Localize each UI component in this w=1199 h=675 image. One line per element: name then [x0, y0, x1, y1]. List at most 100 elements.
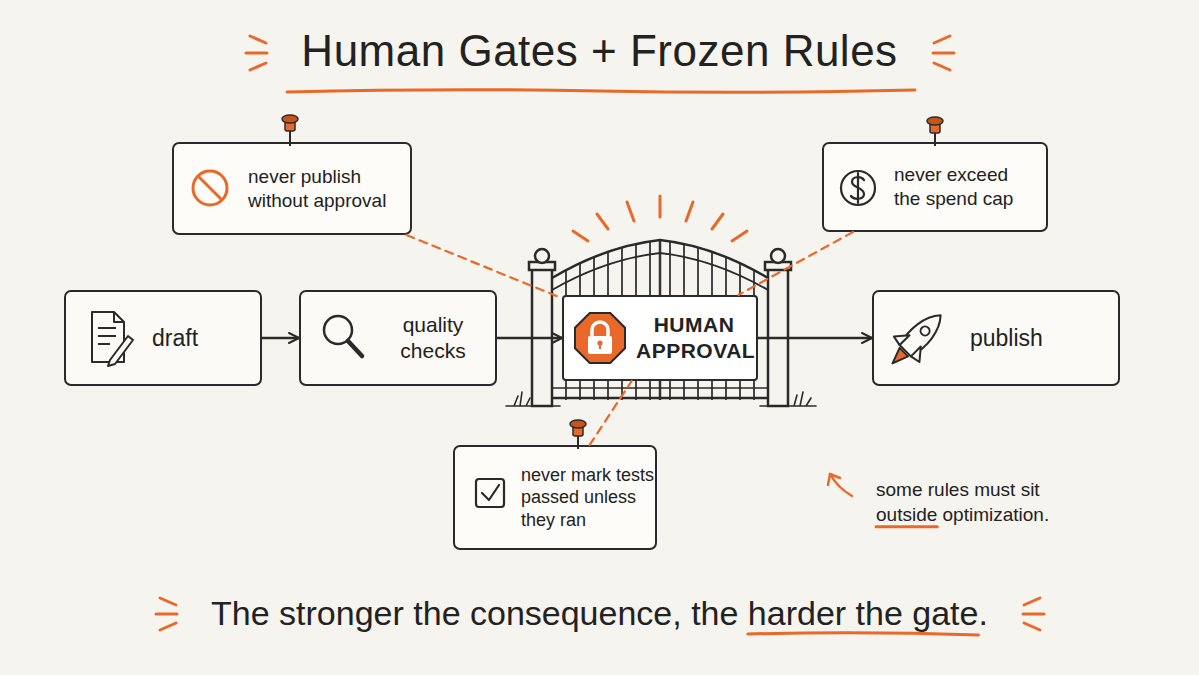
rule-callout: never publish without approval	[172, 142, 412, 235]
push-pins-part	[927, 117, 943, 125]
rocket-icon	[880, 303, 954, 377]
node-text: publish	[970, 324, 1100, 353]
process-box: draft	[64, 290, 262, 386]
caption-decoration-part	[160, 598, 176, 605]
note-arrow	[828, 474, 852, 496]
gate-frame	[552, 240, 768, 398]
sun-rays-part	[712, 214, 723, 229]
caption-decoration-part	[156, 613, 177, 616]
magnifier-icon-part	[324, 316, 352, 344]
push-pins-part	[285, 121, 295, 131]
rocket-icon-part	[911, 346, 928, 363]
push-pins-part	[577, 433, 579, 449]
push-pins	[282, 115, 943, 449]
gate-frame-part	[552, 240, 768, 278]
stop-lock-icon-part	[592, 322, 608, 337]
grass-tufts-part	[506, 392, 560, 406]
node-text: never exceed the spend cap	[894, 163, 1036, 211]
ban-icon-part	[193, 171, 227, 205]
node-text: never mark tests passed unless they ran	[521, 464, 655, 532]
caption-decoration-part	[1024, 598, 1040, 605]
text-underline	[876, 525, 937, 528]
dollar-icon-part	[851, 177, 864, 199]
rocket-icon-part	[919, 325, 932, 338]
node-text-group: draft	[152, 324, 252, 353]
node-text-group: quality checks	[383, 312, 483, 365]
checkbox-icon	[476, 479, 504, 507]
document-icon-part	[98, 335, 116, 337]
title-decoration-part	[246, 52, 267, 55]
flow-arrow	[262, 337, 299, 340]
push-pins-part	[289, 128, 291, 146]
title-decoration-part	[934, 36, 950, 43]
stop-lock-icon-part	[597, 340, 602, 345]
node-text-group: never publish without approval	[248, 165, 406, 213]
process-box: quality checks	[299, 290, 497, 386]
leader-line	[407, 235, 563, 298]
push-pins-part	[282, 115, 298, 123]
document-icon-part	[114, 312, 124, 322]
caption-decoration-part	[1023, 613, 1044, 616]
document-icon-part	[108, 336, 133, 366]
title-decoration-part	[250, 63, 266, 70]
magnifier-icon-part	[348, 341, 362, 356]
caption-decoration-part	[160, 623, 176, 630]
push-pins-part	[930, 123, 940, 133]
ban-icon	[193, 171, 227, 205]
title-decoration-part	[287, 90, 915, 93]
gate-posts-part	[535, 249, 549, 263]
dollar-icon-part	[857, 173, 859, 203]
checkbox-icon-part	[476, 479, 504, 507]
node-text: quality checks	[383, 312, 483, 365]
node-text-group: publish	[970, 324, 1100, 353]
rocket-icon-part	[888, 348, 908, 368]
node-text: never publish without approval	[248, 165, 406, 213]
flow-arrow	[497, 337, 562, 340]
stop-lock-icon-part	[575, 313, 625, 363]
gate-sign: HUMAN APPROVAL	[562, 295, 758, 381]
note-arrow-part	[830, 474, 852, 496]
title-decoration-part	[250, 36, 266, 43]
document-icon-part	[92, 312, 124, 362]
checkbox-icon-part	[482, 485, 499, 500]
rule-callout: never mark tests passed unless they ran	[453, 445, 657, 550]
title-decoration-part	[933, 52, 954, 55]
stop-lock-icon	[575, 313, 625, 363]
rocket-icon-part	[893, 328, 910, 345]
stop-lock-icon-part	[588, 336, 612, 354]
ban-icon-part	[198, 176, 222, 200]
push-pins-part	[570, 420, 586, 428]
node-text-group: never exceed the spend cap	[894, 163, 1036, 211]
sun-rays-part	[627, 202, 634, 221]
node-text: draft	[152, 324, 252, 353]
magnifier-icon	[324, 316, 362, 356]
gate-posts	[529, 249, 791, 406]
push-pins-part	[573, 426, 583, 436]
process-box: publish	[872, 290, 1120, 386]
gate-posts-part	[532, 268, 552, 406]
push-pins-part	[934, 130, 936, 146]
node-text-group: HUMAN APPROVAL	[636, 312, 752, 365]
leader-line	[590, 381, 632, 445]
stop-lock-icon-part	[599, 344, 601, 349]
sun-rays-part	[732, 231, 747, 241]
gate-posts-part	[771, 249, 785, 263]
caption-decoration-part	[1024, 623, 1040, 630]
text-underline	[748, 633, 979, 635]
gate-frame-part	[552, 253, 768, 290]
title-decoration-part	[934, 63, 950, 70]
dollar-icon	[841, 171, 875, 205]
gate-frame-part	[552, 387, 768, 389]
node-text: HUMAN APPROVAL	[636, 312, 752, 365]
diagram-caption: The stronger the consequence, the harder…	[0, 594, 1199, 633]
node-text-group: never mark tests passed unless they ran	[521, 464, 655, 532]
grass-tufts	[506, 392, 816, 406]
document-icon-part	[98, 327, 116, 329]
note-arrow-part	[828, 474, 840, 485]
gate-frame-part	[552, 397, 768, 400]
note-label: some rules must sit outside optimization…	[876, 478, 1091, 527]
rule-callout: never exceed the spend cap	[822, 142, 1048, 232]
sun-rays-part	[659, 196, 662, 217]
